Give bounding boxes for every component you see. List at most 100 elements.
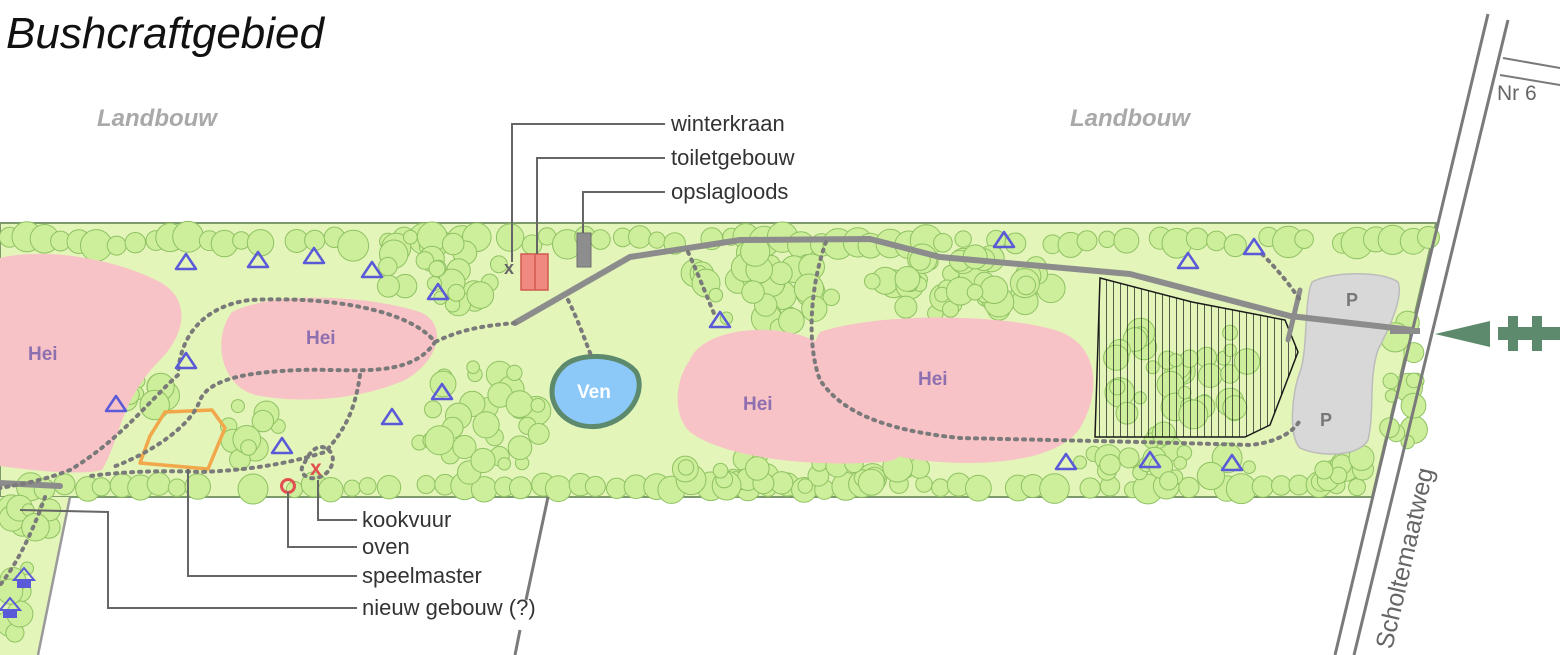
- tree: [507, 435, 533, 461]
- tent-icon: [360, 260, 384, 279]
- tree: [415, 251, 435, 270]
- tree: [447, 283, 466, 302]
- tree: [1159, 471, 1179, 491]
- legend-speelmaster: speelmaster: [362, 563, 482, 588]
- tent-icon: [174, 351, 198, 370]
- tree: [416, 475, 436, 494]
- tree: [251, 409, 275, 433]
- leader-oven: [287, 492, 357, 548]
- tree: [237, 473, 269, 505]
- tent-icon: [302, 246, 326, 265]
- tree: [1185, 227, 1209, 251]
- tree: [424, 425, 455, 456]
- footpath-north: [686, 250, 718, 320]
- tree: [741, 280, 765, 304]
- tree: [1039, 473, 1070, 504]
- house-number: Nr 6: [1497, 82, 1537, 105]
- legend-winterkraan: winterkraan: [670, 111, 785, 136]
- legend-oven: oven: [362, 534, 410, 559]
- tree: [497, 457, 511, 471]
- access-road: [0, 480, 63, 489]
- tent-icon: [1220, 453, 1244, 472]
- path-line-south: [524, 496, 550, 601]
- tree: [954, 230, 972, 248]
- tent-icon: [430, 382, 454, 401]
- leader-winterkraan: [511, 123, 665, 262]
- heath-area-center: [221, 297, 437, 400]
- access-road-main: [512, 236, 1415, 333]
- legend-opslagloods: opslagloods: [671, 179, 788, 204]
- tree: [490, 255, 508, 274]
- tree: [745, 456, 770, 481]
- tree: [1196, 461, 1226, 491]
- tree: [1079, 477, 1101, 499]
- tent-icon: [1054, 452, 1078, 471]
- tree: [894, 295, 918, 319]
- caravan-icon: [0, 596, 23, 618]
- map-title: Bushcraftgebied: [6, 9, 326, 58]
- tree: [424, 400, 442, 419]
- road-label: Scholtemaatweg: [1371, 465, 1440, 651]
- tree: [1076, 230, 1098, 252]
- tree-canopy: [0, 220, 1440, 643]
- tree: [470, 447, 496, 474]
- tent-icon: [992, 230, 1016, 249]
- tree: [857, 468, 885, 496]
- tent-icon: [246, 250, 270, 269]
- tree: [1206, 230, 1227, 252]
- tree: [184, 473, 212, 500]
- tree: [167, 478, 187, 497]
- tree: [441, 232, 465, 256]
- tree: [139, 389, 170, 421]
- tree: [712, 462, 729, 479]
- legend-toiletgebouw: toiletgebouw: [671, 145, 795, 170]
- campfire-marker: x: [310, 457, 322, 480]
- tent-icon: [1242, 237, 1266, 256]
- tree: [778, 307, 805, 335]
- tree: [246, 229, 275, 257]
- heath-label: Hei: [918, 369, 948, 390]
- tree: [979, 275, 1009, 304]
- tree: [378, 256, 398, 277]
- footpath-to-fire: [88, 373, 362, 478]
- tree: [452, 434, 477, 460]
- tree: [472, 411, 500, 439]
- water-tap-marker: x: [504, 258, 514, 278]
- tent-icons: [104, 230, 1266, 472]
- tree: [648, 231, 666, 249]
- tree: [708, 287, 724, 303]
- tree: [376, 274, 400, 298]
- tent-icon: [708, 310, 732, 329]
- tree: [124, 232, 147, 254]
- tree: [466, 281, 495, 309]
- tree: [590, 229, 611, 250]
- tree: [527, 423, 550, 445]
- footpath-fire-loop: [299, 445, 335, 481]
- tree: [1004, 232, 1027, 255]
- pond: [549, 354, 642, 430]
- pond-label: Ven: [577, 382, 611, 403]
- tent-icon: [174, 252, 198, 271]
- legend-nieuw-gebouw: nieuw gebouw (?): [362, 595, 536, 620]
- tree: [1173, 456, 1187, 470]
- tree: [506, 364, 523, 381]
- tree: [1098, 230, 1116, 249]
- tree: [1242, 460, 1256, 475]
- tree: [628, 225, 652, 249]
- tree: [1099, 454, 1121, 476]
- tree: [376, 475, 402, 500]
- footpath-to-pond: [566, 298, 594, 360]
- tree: [20, 561, 35, 576]
- heath-area-east-large: [812, 317, 1094, 463]
- footpath-parking: [1260, 252, 1302, 302]
- heath-area-west: [0, 253, 182, 473]
- path-line-south: [513, 629, 522, 655]
- tree: [822, 288, 840, 306]
- tree: [91, 477, 111, 497]
- tree: [894, 266, 921, 292]
- tree: [146, 472, 171, 496]
- tent-icon: [270, 436, 294, 455]
- tree: [1382, 372, 1399, 390]
- tree: [1016, 275, 1036, 296]
